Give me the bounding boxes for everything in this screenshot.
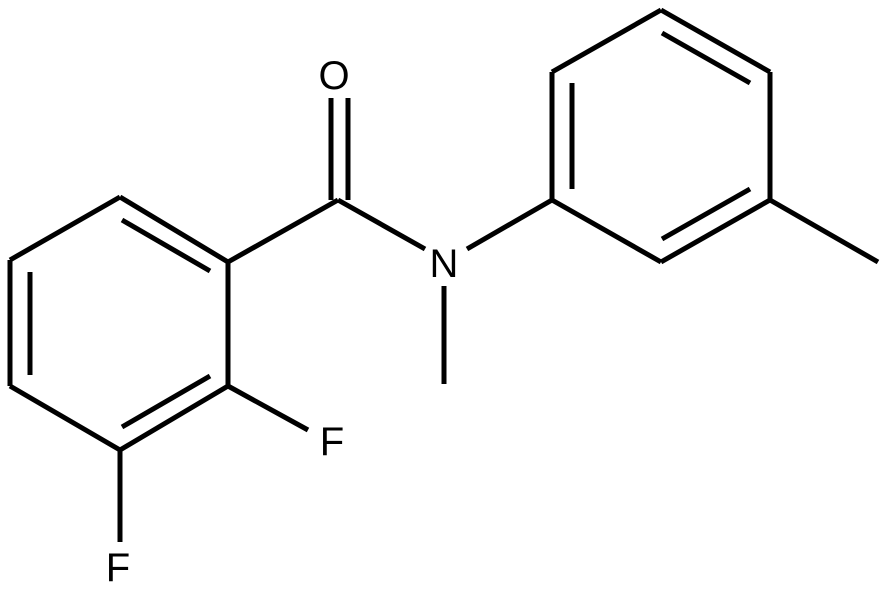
bond-n-aryl: [465, 197, 554, 252]
bond-t2-t3: [550, 7, 663, 75]
bond-t3-t4-inner: [660, 30, 752, 86]
bond-c5-c6: [118, 383, 230, 453]
bond-c4-c5: [8, 383, 122, 453]
bond-c5-c6-inner: [120, 373, 212, 430]
bond-group: [7, 7, 880, 542]
bond-t5-t6-inner: [660, 186, 752, 242]
bond-c2-c3: [8, 194, 122, 263]
bond-t6-t1: [550, 197, 663, 265]
bond-c1-c2-inner: [120, 217, 212, 274]
bond-c6-f: [226, 383, 310, 433]
atom-label-nitrogen: N: [430, 242, 459, 286]
bond-t5-t6: [659, 197, 772, 265]
bond-c1-c2: [118, 194, 230, 265]
bond-t3-t4: [659, 7, 772, 75]
bond-carbonyl-n: [336, 197, 427, 252]
atom-label-oxygen: O: [318, 54, 349, 98]
atom-label-fluorine-3: F: [106, 546, 130, 590]
atom-label-fluorine-2: F: [320, 420, 344, 464]
bond-tolyl-methyl: [768, 197, 880, 265]
bond-c1-carbonyl: [226, 197, 340, 265]
